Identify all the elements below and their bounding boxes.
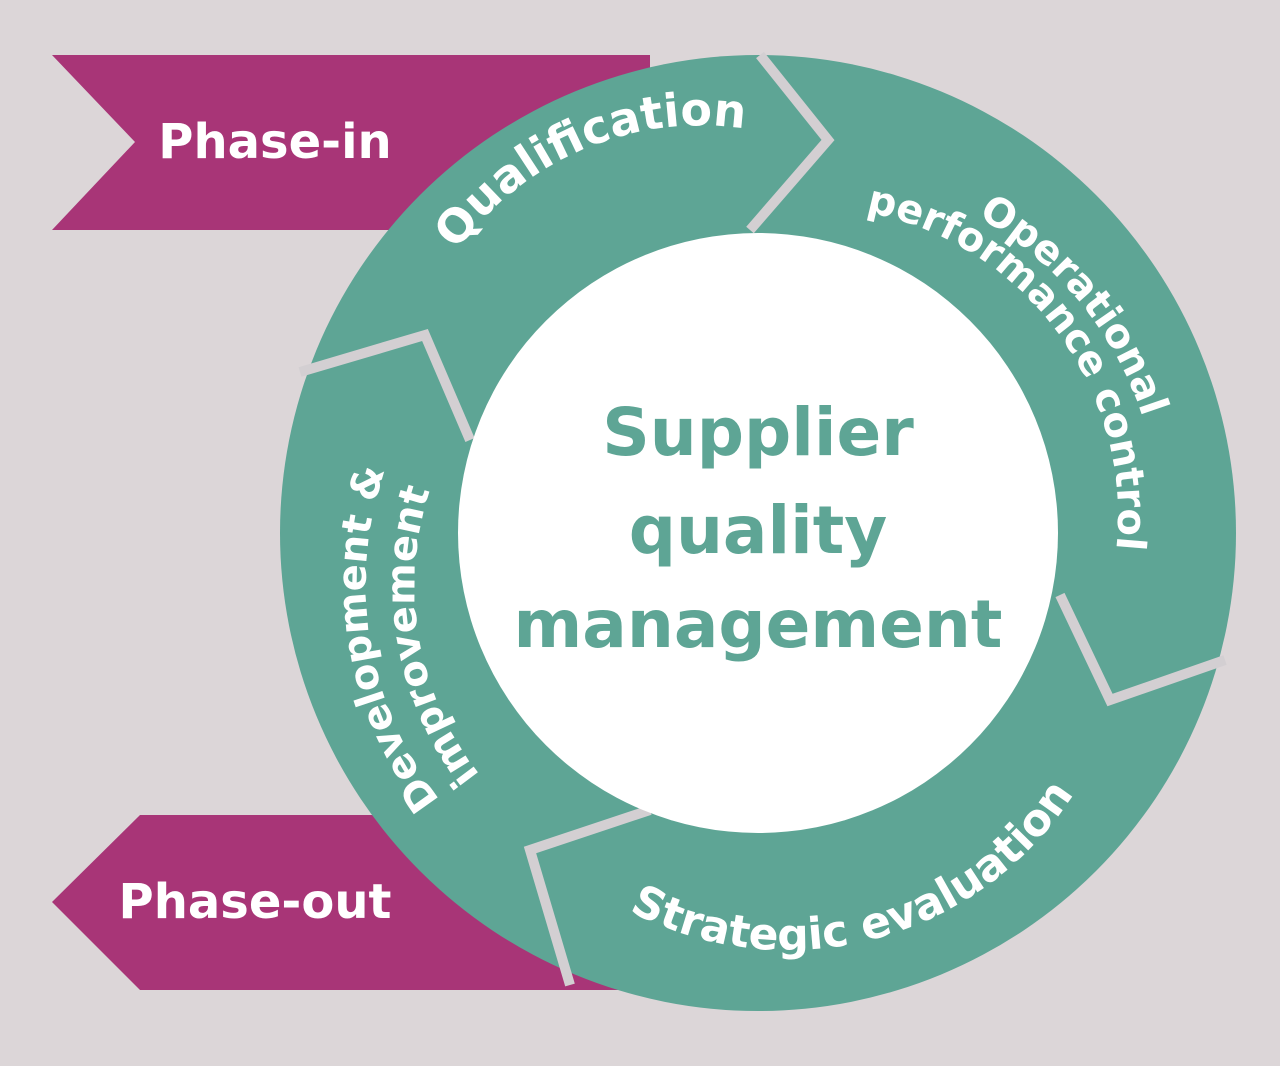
segment-divider-bottom xyxy=(523,805,652,987)
segment-divider-top xyxy=(746,51,835,234)
segment-divider-right xyxy=(1055,592,1227,707)
center-circle xyxy=(458,233,1058,833)
segment-divider-left xyxy=(298,328,475,442)
center-title-line1: Supplier xyxy=(602,394,914,471)
phase-out-label: Phase-out xyxy=(119,874,392,930)
center-title-line3: management xyxy=(514,586,1003,663)
center-title-line2: quality xyxy=(629,492,888,569)
phase-in-label: Phase-in xyxy=(158,114,391,170)
